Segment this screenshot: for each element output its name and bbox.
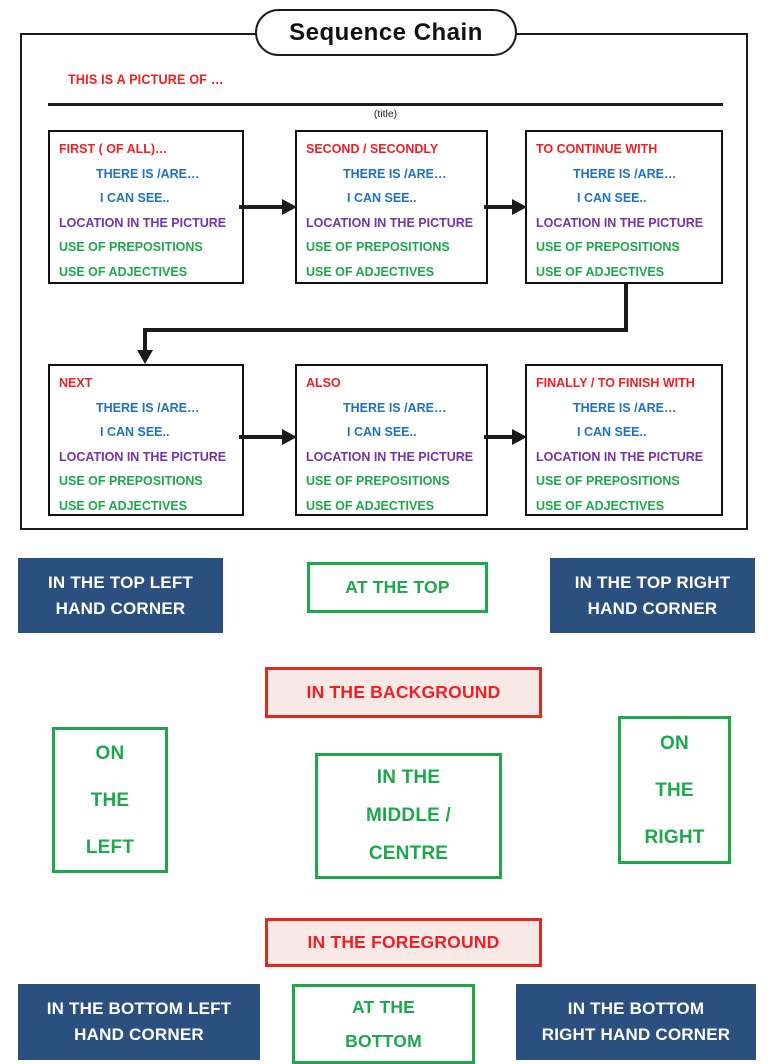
box-line: USE OF ADJECTIVES <box>536 264 665 279</box>
box-header: FIRST ( OF ALL)… <box>59 142 168 157</box>
label-in-the-background: IN THE BACKGROUND <box>265 667 542 718</box>
arrow-right-icon <box>239 199 297 215</box>
box-line: THERE IS /ARE… <box>343 400 447 415</box>
box-line: I CAN SEE.. <box>100 191 170 206</box>
label-top-left-corner: IN THE TOP LEFT HAND CORNER <box>18 558 223 633</box>
page-title: Sequence Chain <box>255 9 517 56</box>
box-line: THERE IS /ARE… <box>573 166 677 181</box>
label-in-the-middle-centre: IN THE MIDDLE / CENTRE <box>315 753 502 879</box>
box-line: USE OF PREPOSITIONS <box>536 240 680 255</box>
label-bottom-left-corner: IN THE BOTTOM LEFT HAND CORNER <box>18 984 260 1060</box>
arrow-right-icon <box>484 199 527 215</box>
box-line: USE OF ADJECTIVES <box>306 498 435 513</box>
label-in-the-foreground: IN THE FOREGROUND <box>265 918 542 967</box>
box-line: USE OF PREPOSITIONS <box>59 240 203 255</box>
box-line: I CAN SEE.. <box>577 425 647 440</box>
page-title-text: Sequence Chain <box>289 18 483 46</box>
label-at-the-top: AT THE TOP <box>307 562 488 613</box>
box-line: LOCATION IN THE PICTURE <box>59 449 227 464</box>
box-line: LOCATION IN THE PICTURE <box>536 215 704 230</box>
connector-segment <box>143 330 147 352</box>
arrow-right-icon <box>239 429 297 445</box>
box-line: USE OF ADJECTIVES <box>306 264 435 279</box>
arrow-right-icon <box>484 429 527 445</box>
label-at-the-bottom: AT THE BOTTOM <box>292 984 475 1064</box>
chain-box-continue: TO CONTINUE WITH THERE IS /ARE… I CAN SE… <box>525 130 723 284</box>
box-line: USE OF ADJECTIVES <box>59 264 188 279</box>
label-on-the-right: ON THE RIGHT <box>618 716 731 864</box>
chain-box-next: NEXT THERE IS /ARE… I CAN SEE.. LOCATION… <box>48 364 244 516</box>
box-line: LOCATION IN THE PICTURE <box>59 215 227 230</box>
arrow-down-icon <box>137 350 153 364</box>
box-header: ALSO <box>306 376 341 391</box>
box-header: FINALLY / TO FINISH WITH <box>536 376 695 391</box>
chain-box-also: ALSO THERE IS /ARE… I CAN SEE.. LOCATION… <box>295 364 488 516</box>
title-caption: (title) <box>373 108 398 120</box>
box-line: THERE IS /ARE… <box>343 166 447 181</box>
label-top-right-corner: IN THE TOP RIGHT HAND CORNER <box>550 558 755 633</box>
box-line: USE OF PREPOSITIONS <box>306 240 450 255</box>
box-line: I CAN SEE.. <box>347 191 417 206</box>
box-header: NEXT <box>59 376 93 391</box>
box-line: USE OF ADJECTIVES <box>59 498 188 513</box>
box-line: USE OF PREPOSITIONS <box>59 474 203 489</box>
box-line: THERE IS /ARE… <box>96 400 200 415</box>
box-line: USE OF PREPOSITIONS <box>306 474 450 489</box>
box-line: I CAN SEE.. <box>347 425 417 440</box>
box-line: I CAN SEE.. <box>577 191 647 206</box>
chain-box-first: FIRST ( OF ALL)… THERE IS /ARE… I CAN SE… <box>48 130 244 284</box>
label-bottom-right-corner: IN THE BOTTOM RIGHT HAND CORNER <box>516 984 756 1060</box>
connector-segment <box>624 284 628 332</box>
box-header: SECOND / SECONDLY <box>306 142 439 157</box>
box-line: LOCATION IN THE PICTURE <box>536 449 704 464</box>
title-writing-line <box>48 103 723 106</box>
box-line: THERE IS /ARE… <box>96 166 200 181</box>
box-line: USE OF ADJECTIVES <box>536 498 665 513</box>
picture-of-label: THIS IS A PICTURE OF … <box>68 71 224 87</box>
box-line: THERE IS /ARE… <box>573 400 677 415</box>
connector-segment <box>143 328 628 332</box>
chain-box-finally: FINALLY / TO FINISH WITH THERE IS /ARE… … <box>525 364 723 516</box>
chain-box-second: SECOND / SECONDLY THERE IS /ARE… I CAN S… <box>295 130 488 284</box>
label-on-the-left: ON THE LEFT <box>52 727 168 873</box>
box-line: LOCATION IN THE PICTURE <box>306 449 474 464</box>
box-line: I CAN SEE.. <box>100 425 170 440</box>
box-line: LOCATION IN THE PICTURE <box>306 215 474 230</box>
box-line: USE OF PREPOSITIONS <box>536 474 680 489</box>
box-header: TO CONTINUE WITH <box>536 142 658 157</box>
